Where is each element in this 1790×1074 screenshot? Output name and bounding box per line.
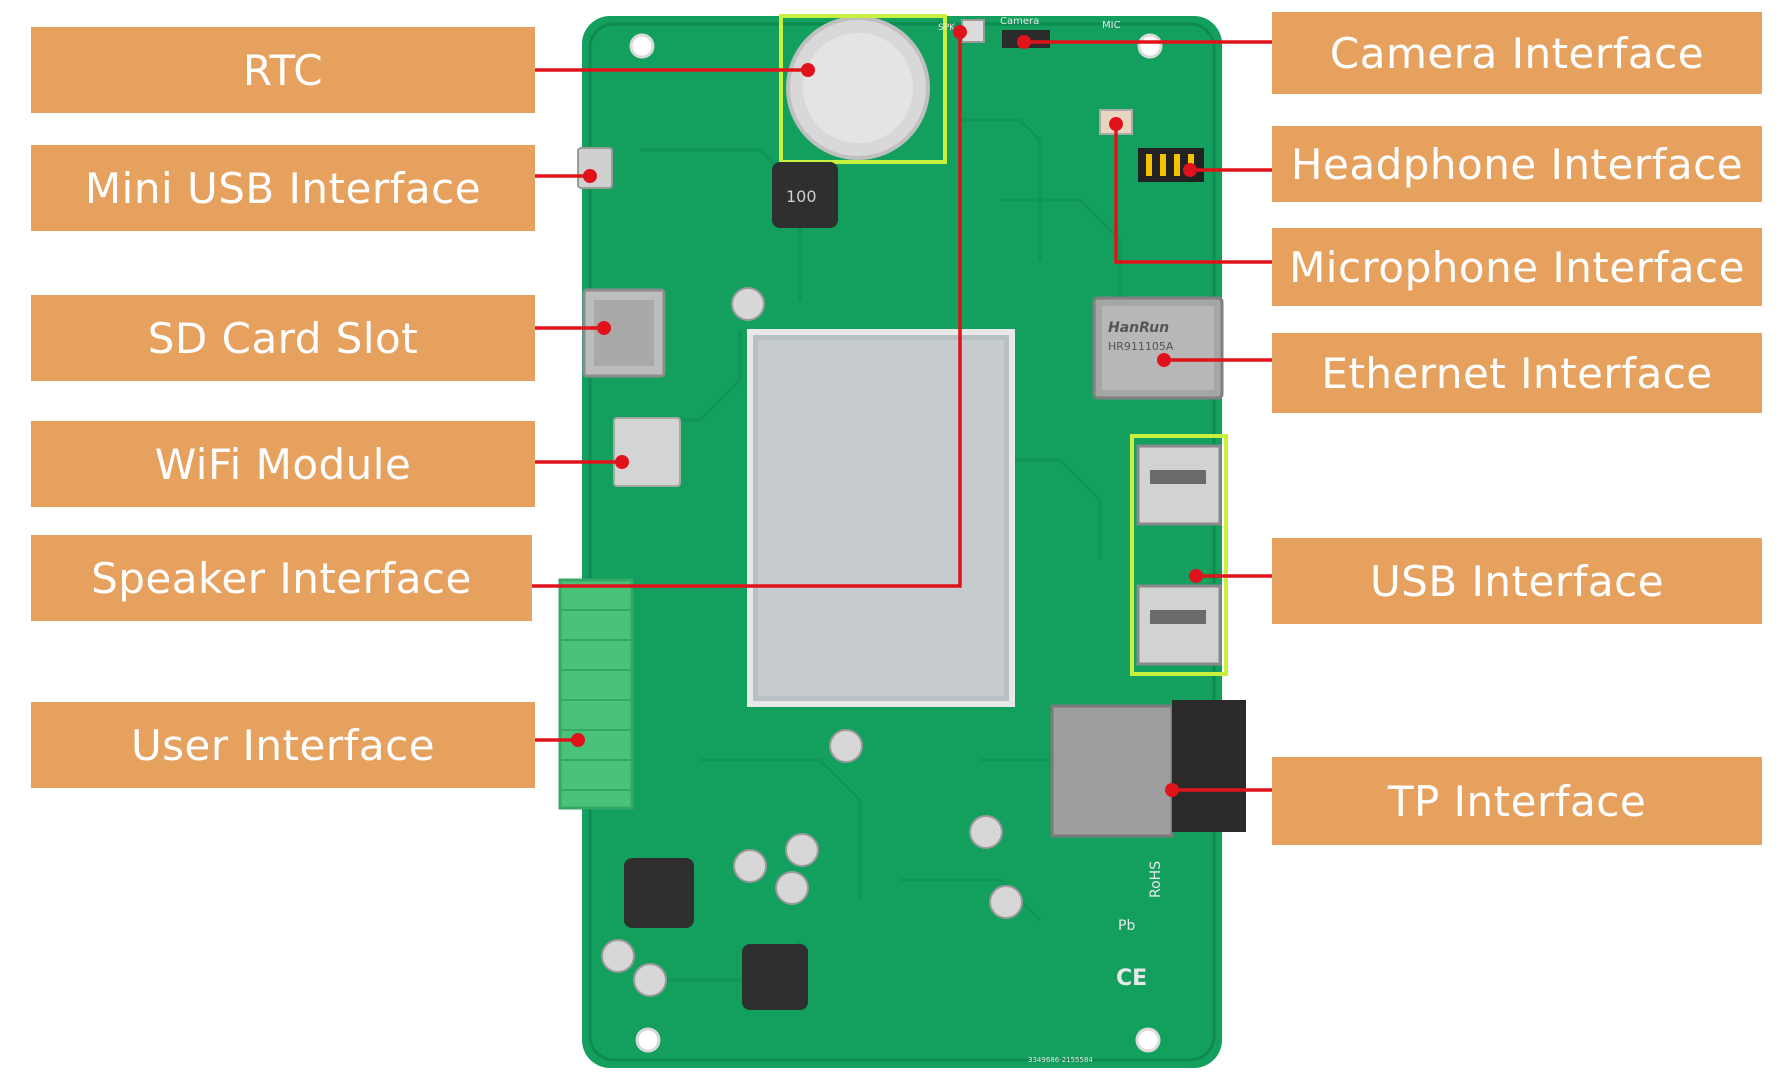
mic-silkscreen: MIC: [1102, 20, 1121, 31]
label-tp-interface: TP Interface: [1272, 757, 1762, 845]
usb-port-top: [1136, 444, 1222, 526]
label-mini-usb-interface: Mini USB Interface: [31, 145, 535, 231]
microphone-connector: [1099, 109, 1133, 135]
label-speaker-interface: Speaker Interface: [31, 535, 532, 621]
label-ethernet-interface: Ethernet Interface: [1272, 333, 1762, 413]
inductor-marking: 100: [786, 187, 817, 206]
label-usb-interface: USB Interface: [1272, 538, 1762, 624]
tp-ribbon: [1172, 700, 1246, 832]
label-rtc: RTC: [31, 27, 535, 113]
speaker-connector: [961, 19, 985, 43]
capacitors: [601, 287, 1023, 997]
ce-marking: CE: [1116, 966, 1147, 991]
label-user-interface: User Interface: [31, 702, 535, 788]
label-wifi-module: WiFi Module: [31, 421, 535, 507]
camera-silkscreen: Camera: [1000, 16, 1039, 27]
pb-marking: Pb: [1118, 918, 1135, 934]
label-headphone-interface: Headphone Interface: [1272, 126, 1762, 202]
label-camera-interface: Camera Interface: [1272, 12, 1762, 94]
inductor: [624, 858, 694, 928]
inductor: [742, 944, 808, 1010]
label-sd-card-slot: SD Card Slot: [31, 295, 535, 381]
tp-connector: [1050, 704, 1174, 838]
usb-highlight-box: [1130, 434, 1228, 676]
ethernet-part: HR911105A: [1108, 340, 1174, 353]
ethernet-brand: HanRun: [1108, 320, 1169, 336]
spk-silkscreen: SPK: [938, 23, 956, 33]
rohs-marking: RoHS: [1148, 861, 1164, 898]
wifi-module: [613, 417, 681, 487]
mini-usb-port: [577, 147, 613, 189]
user-terminal-block: [558, 578, 634, 810]
usb-port-bottom: [1136, 584, 1222, 666]
label-microphone-interface: Microphone Interface: [1272, 228, 1762, 306]
serial-marking: 3349686-2155584: [1028, 1056, 1093, 1064]
camera-connector: [1002, 30, 1050, 48]
